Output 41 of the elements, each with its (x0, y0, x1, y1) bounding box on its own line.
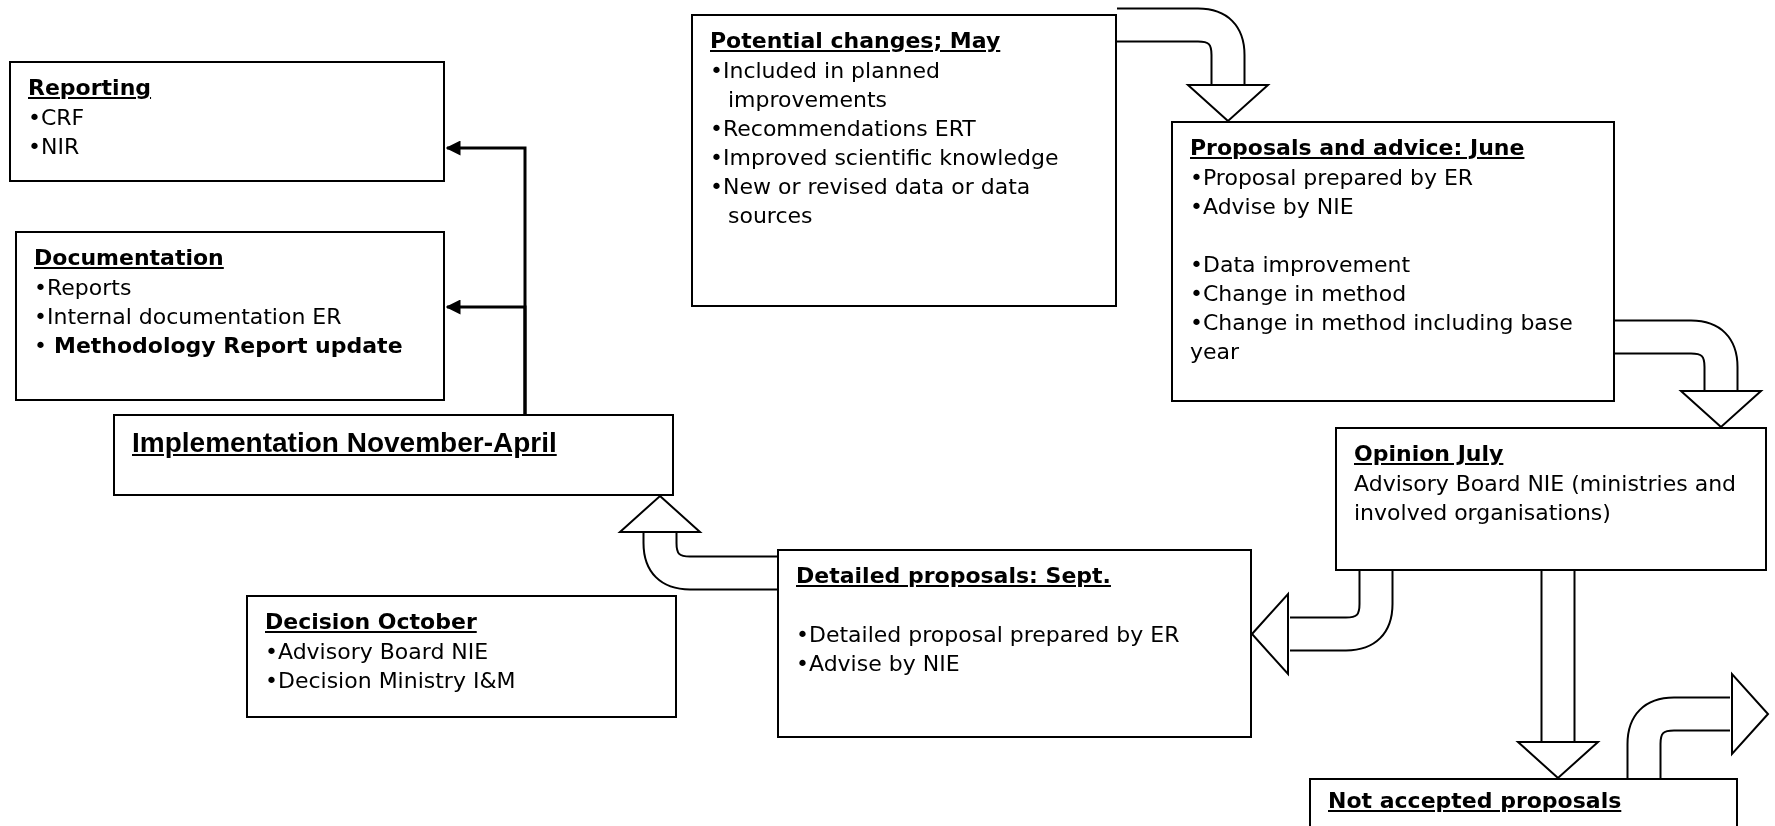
bullet-item: •Data improvement (1190, 251, 1412, 279)
bullet-item: •Proposal prepared by ER (1190, 164, 1475, 192)
bullet-item: • Methodology Report update (34, 332, 404, 360)
block-arrow (1250, 571, 1394, 677)
node-title: Detailed proposals: Sept. (796, 562, 1111, 590)
bullet-item: •Improved scientific knowledge (710, 144, 1060, 172)
block-arrow (617, 494, 777, 591)
bullet-item: •Detailed proposal prepared by ER (796, 621, 1181, 649)
block-arrow (1626, 671, 1770, 778)
node-title: Proposals and advice: June (1190, 134, 1525, 162)
process-box (1171, 121, 1615, 402)
bullet-item: •New or revised data or data sources (710, 173, 1032, 230)
bullet-item: •Advise by NIE (796, 650, 961, 678)
bullet-item: •Advisory Board NIE (265, 638, 490, 666)
bullet-item: •Reports (34, 274, 133, 302)
bullet-item: •Advise by NIE (1190, 193, 1355, 221)
node-title: Decision October (265, 608, 477, 636)
bullet-item: •Recommendations ERT (710, 115, 977, 143)
block-arrow (1515, 571, 1601, 780)
bullet-item: •NIR (28, 133, 81, 161)
bullet-item: •Change in method (1190, 280, 1408, 308)
process-box (246, 595, 677, 718)
arrow (445, 299, 527, 414)
process-box (9, 61, 445, 182)
node-title: Implementation November-April (132, 426, 557, 460)
block-arrow (1117, 7, 1271, 123)
process-box (691, 14, 1117, 307)
bullet-item: •Internal documentation ER (34, 303, 343, 331)
bullet-item: •Change in method including base year (1190, 309, 1574, 366)
process-box (777, 549, 1252, 738)
bullet-item: •Decision Ministry I&M (265, 667, 517, 695)
bullet-item: •Included in planned improvements (710, 57, 941, 114)
node-title: Potential changes; May (710, 27, 1001, 55)
block-arrow (1615, 319, 1764, 429)
process-box (15, 231, 445, 401)
node-title: Reporting (28, 74, 152, 102)
node-title: Documentation (34, 244, 224, 272)
bullet-item: •CRF (28, 104, 86, 132)
body-text: Advisory Board NIE (ministries and involved organisations) (1354, 470, 1738, 527)
node-title: Opinion July (1354, 440, 1504, 468)
node-title: Not accepted proposals (1328, 787, 1622, 815)
